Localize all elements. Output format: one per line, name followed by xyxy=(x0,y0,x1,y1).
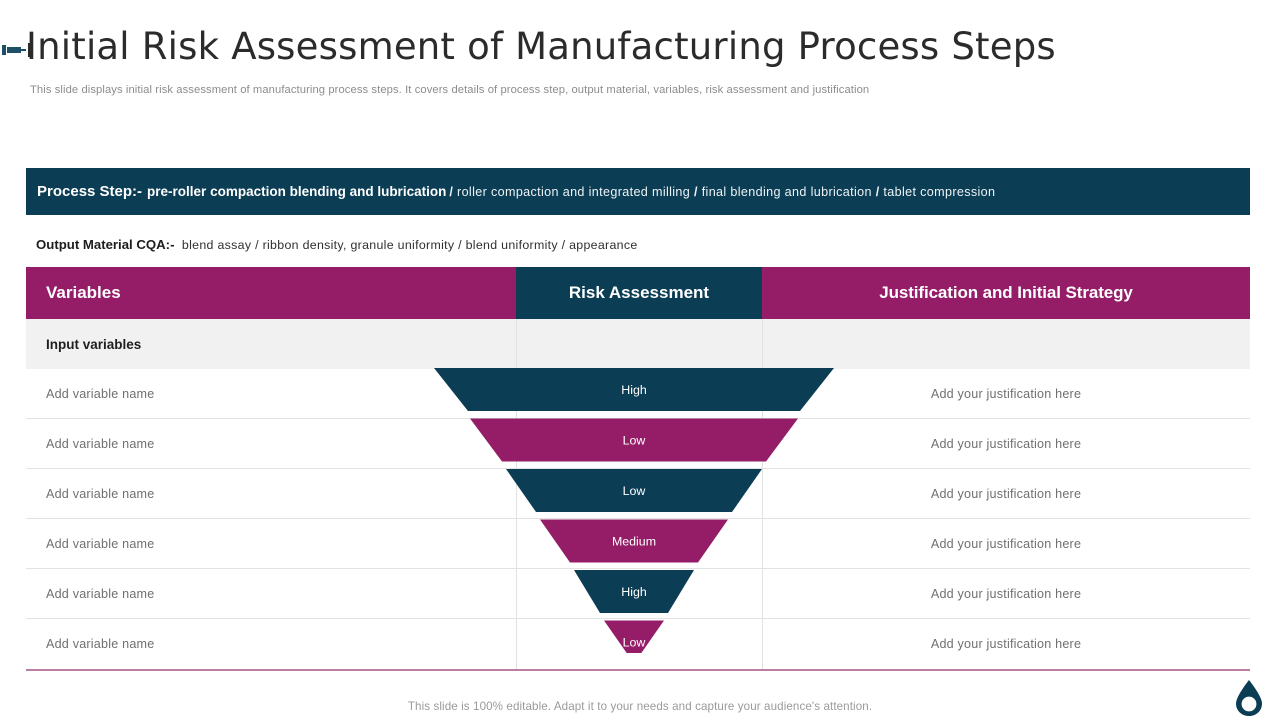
cell-justification[interactable]: Add your justification here xyxy=(930,437,1082,451)
output-material-cqa-label: Output Material CQA:- xyxy=(36,237,175,252)
cell-variable-name[interactable]: Add variable name xyxy=(46,437,155,451)
process-step-rest-values: / roller compaction and integrated milli… xyxy=(449,184,996,199)
table-row: Add variable name Add your justification … xyxy=(26,519,1250,569)
table-row: Add variable name Add your justification … xyxy=(26,569,1250,619)
table-header-row: Variables Risk Assessment Justification … xyxy=(26,267,1250,319)
table-row: Add variable name Add your justification … xyxy=(26,469,1250,519)
output-material-cqa: Output Material CQA:- blend assay / ribb… xyxy=(36,236,638,254)
cell-variable-name[interactable]: Add variable name xyxy=(46,587,155,601)
table-section-row: Input variables xyxy=(26,319,1250,369)
process-step-bar: Process Step:- pre-roller compaction ble… xyxy=(26,168,1250,215)
cell-justification[interactable]: Add your justification here xyxy=(930,637,1082,651)
table-bottom-rule xyxy=(26,669,1250,671)
column-divider-right xyxy=(762,319,763,669)
output-material-cqa-value: blend assay / ribbon density, granule un… xyxy=(181,238,638,252)
table-row: Add variable name Add your justification … xyxy=(26,619,1250,669)
footer-note: This slide is 100% editable. Adapt it to… xyxy=(407,700,873,713)
table-row: Add variable name Add your justification … xyxy=(26,419,1250,469)
cell-variable-name[interactable]: Add variable name xyxy=(46,537,155,551)
cell-justification[interactable]: Add your justification here xyxy=(930,537,1082,551)
slide-header: Initial Risk Assessment of Manufacturing… xyxy=(0,0,1280,140)
cell-justification[interactable]: Add your justification here xyxy=(930,587,1082,601)
cell-justification[interactable]: Add your justification here xyxy=(930,387,1082,401)
water-droplet-logo xyxy=(1232,678,1266,718)
cell-variable-name[interactable]: Add variable name xyxy=(46,637,155,651)
table-header-justification: Justification and Initial Strategy xyxy=(762,267,1250,319)
table-header-risk-assessment: Risk Assessment xyxy=(516,267,762,319)
cell-variable-name[interactable]: Add variable name xyxy=(46,387,155,401)
process-step-primary-value: pre-roller compaction blending and lubri… xyxy=(147,184,447,199)
cell-justification[interactable]: Add your justification here xyxy=(930,487,1082,501)
page-title: Initial Risk Assessment of Manufacturing… xyxy=(26,25,1056,68)
arrow-pin-icon xyxy=(2,42,32,58)
table-header-variables: Variables xyxy=(26,267,516,319)
table-section-label: Input variables xyxy=(46,336,142,352)
page-subtitle: This slide displays initial risk assessm… xyxy=(30,84,870,96)
cell-variable-name[interactable]: Add variable name xyxy=(46,487,155,501)
risk-assessment-table: Variables Risk Assessment Justification … xyxy=(26,267,1250,671)
process-step-label: Process Step:- xyxy=(37,183,143,200)
table-row: Add variable name Add your justification … xyxy=(26,369,1250,419)
